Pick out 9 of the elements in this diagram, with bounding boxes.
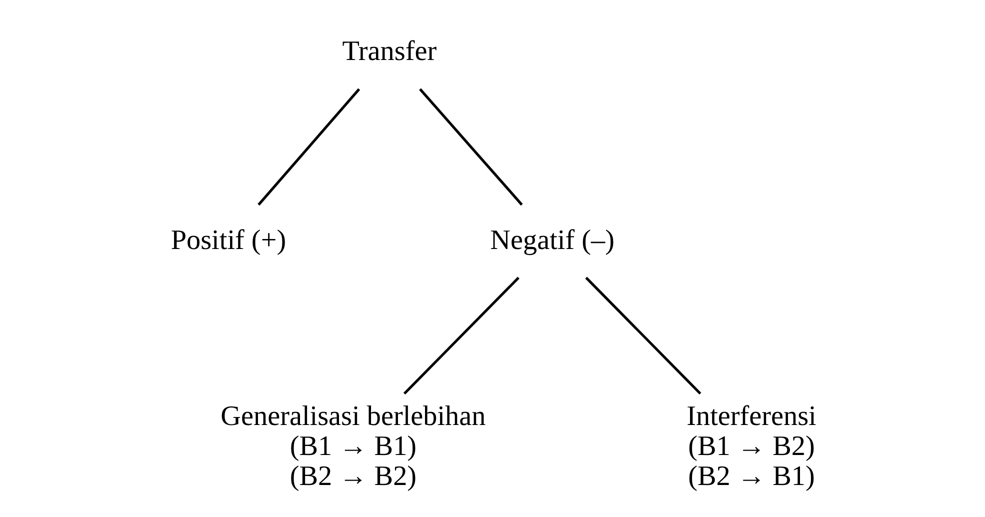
node-text: Transfer <box>342 36 436 67</box>
node-text: Positif (+) <box>170 224 286 256</box>
node-text: Interferensi (B1 → B2) (B2 → B1) <box>686 400 816 492</box>
connector <box>418 88 522 206</box>
connector <box>257 88 360 206</box>
node-text: Negatif (–) <box>490 224 614 256</box>
connector <box>402 276 519 395</box>
connector <box>584 276 701 395</box>
node-text: Generalisasi berlebihan (B1 → B1) (B2 → B2) <box>220 400 486 492</box>
